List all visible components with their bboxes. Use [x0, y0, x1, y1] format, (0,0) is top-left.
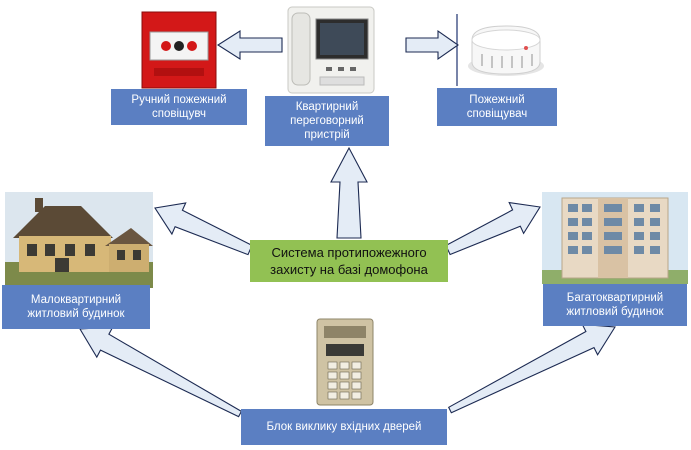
arrow-panel-to-large-building	[447, 323, 616, 414]
manual-call-point-icon	[141, 11, 217, 89]
arrow-intercom-to-manual-call-point	[216, 29, 283, 61]
entrance-panel-label: Блок виклику вхідних дверей	[241, 409, 447, 445]
smoke-detector-label: Пожежний сповіщувач	[437, 88, 557, 126]
center-system-label: Система протипожежного захисту на базі д…	[250, 240, 448, 282]
arrow-center-to-small-building	[154, 202, 253, 256]
door-call-panel-icon	[316, 318, 374, 406]
arrow-center-to-large-building	[445, 201, 541, 256]
smoke-detector-divider	[456, 14, 458, 86]
manual-call-point-label: Ручний пожежний сповіщувч	[111, 89, 247, 125]
house-photo-icon	[5, 192, 153, 288]
small-building-label: Малоквартирний житловий будинок	[2, 285, 150, 329]
arrow-center-to-intercom	[330, 146, 368, 239]
intercom-handset-label: Квартирний переговорний пристрій	[265, 96, 389, 146]
arrow-panel-to-small-building	[79, 326, 243, 418]
smoke-detector-icon	[468, 25, 544, 76]
large-building-label: Багатоквартирний житловий будинок	[543, 284, 687, 326]
arrow-intercom-to-smoke-detector	[405, 29, 459, 61]
apartment-building-icon	[542, 192, 688, 284]
intercom-monitor-icon	[287, 6, 375, 94]
